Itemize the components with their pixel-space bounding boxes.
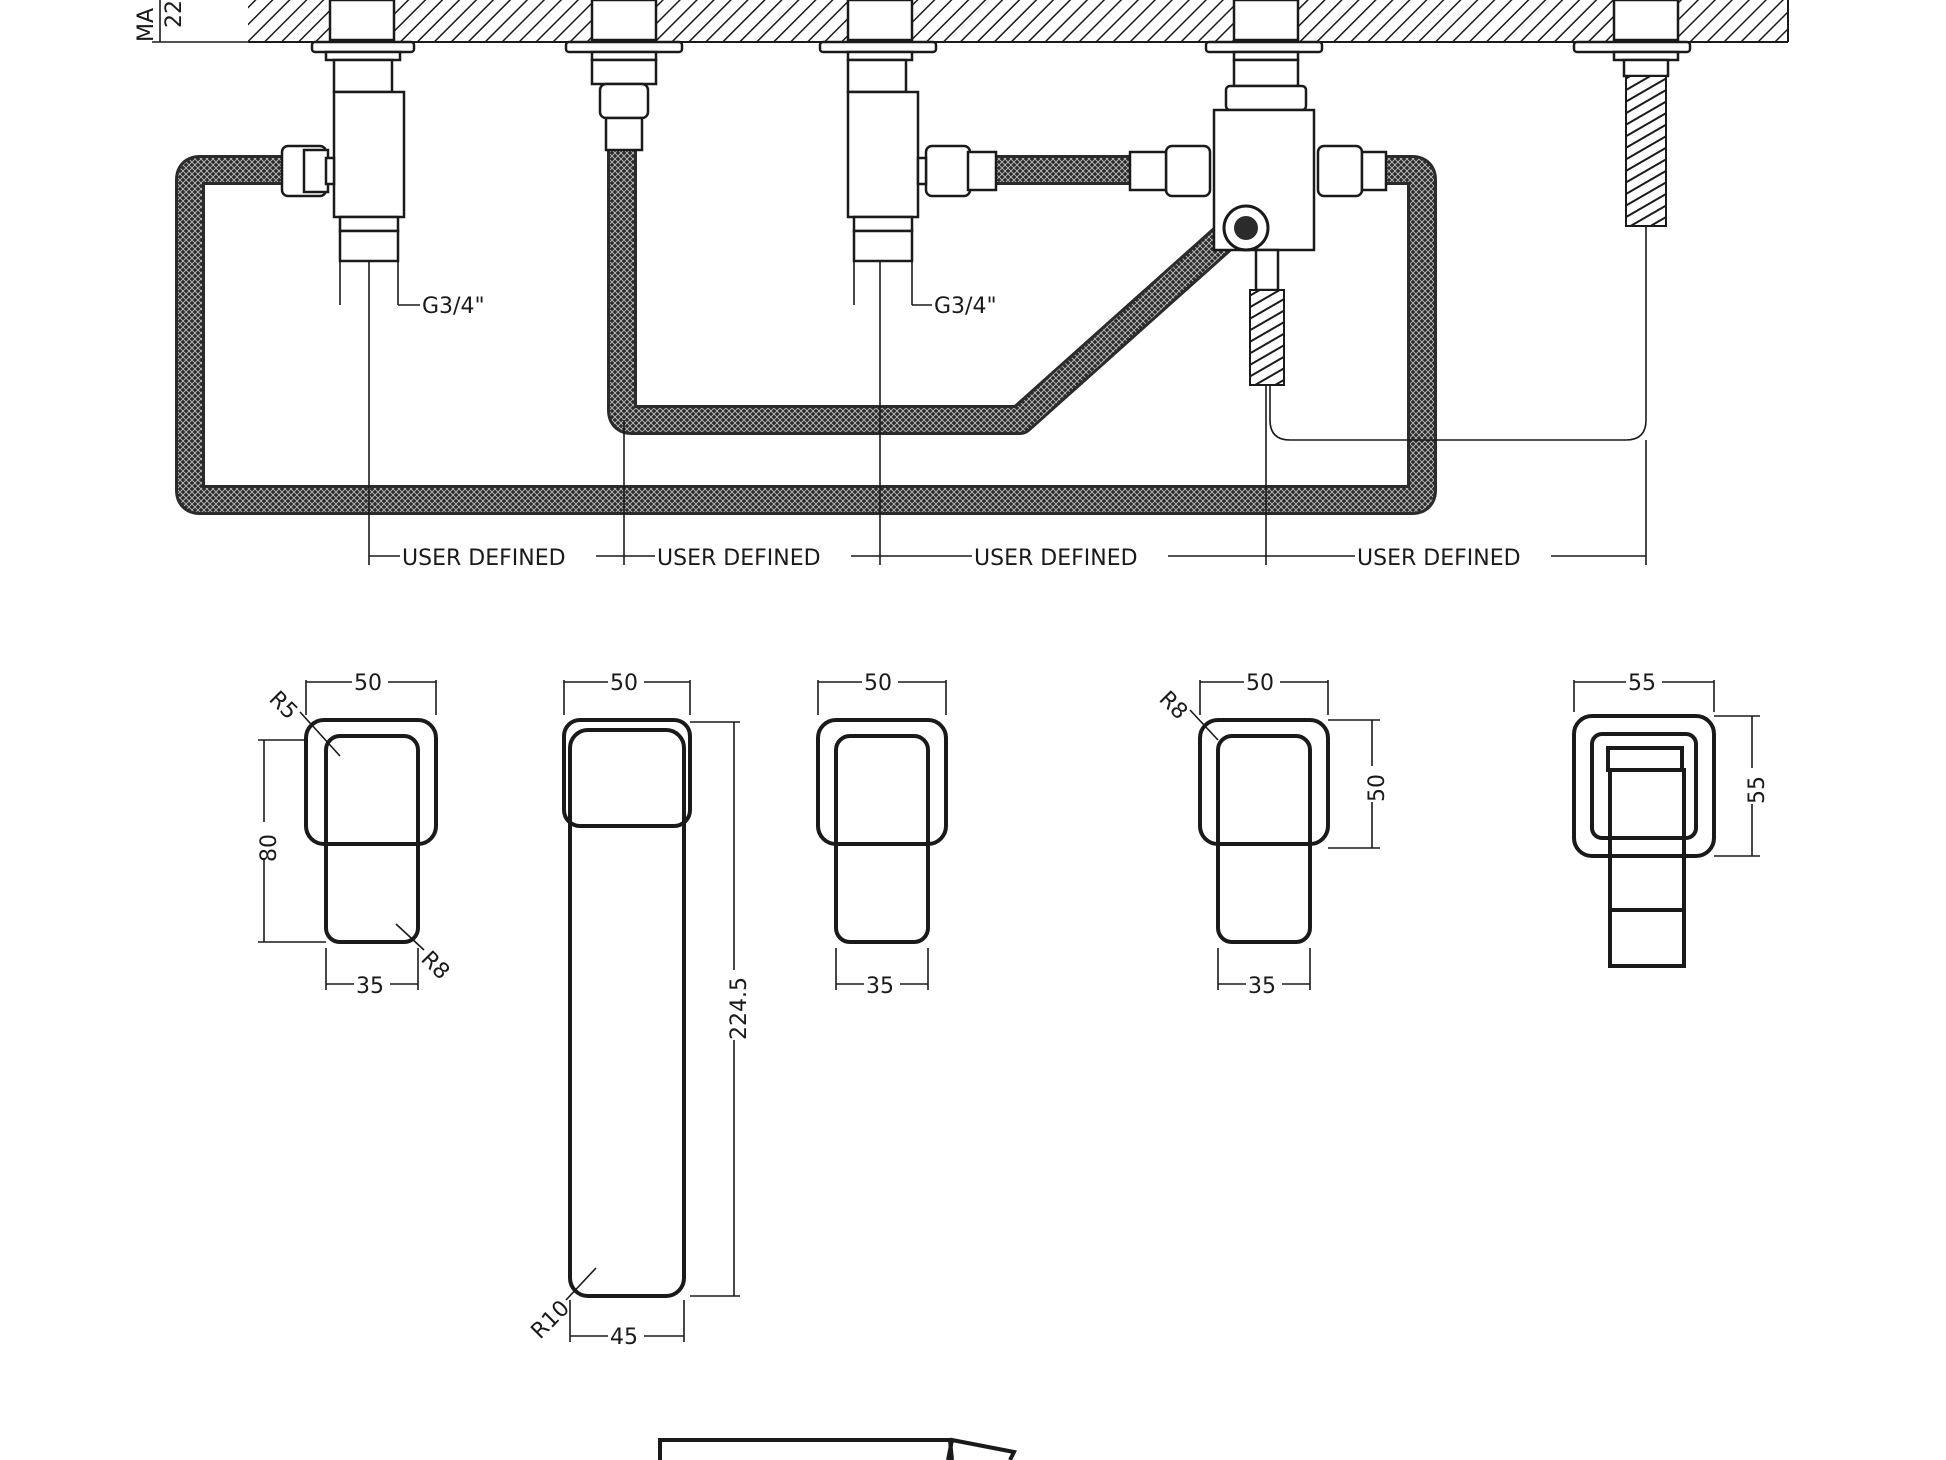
handle-1-width: 50 (354, 671, 382, 696)
spout-length: 224.5 (727, 977, 752, 1040)
max-depth-dimension: MA 22 (134, 0, 248, 43)
max-value: 22 (162, 0, 187, 28)
shower-outlet (1269, 58, 1670, 441)
user-defined-label-1: USER DEFINED (402, 546, 566, 571)
spout-front: 50 224.5 45 R10 (527, 670, 752, 1350)
handle-1-radius-bottom: R8 (416, 947, 454, 985)
diverter-width: 50 (1246, 671, 1274, 696)
handle-2-width: 50 (864, 671, 892, 696)
spout-radius: R10 (527, 1296, 575, 1344)
braided-hoses (175, 135, 1437, 515)
user-defined-label-3: USER DEFINED (974, 546, 1138, 571)
diverter-radius: R8 (1154, 687, 1192, 725)
handle-2-base: 35 (866, 974, 894, 999)
diverter-block (1128, 58, 1388, 386)
tap-flanges (310, 40, 1692, 62)
user-defined-label-2: USER DEFINED (657, 546, 821, 571)
handle-1-base: 35 (356, 974, 384, 999)
diverter-handle-front: 50 50 35 R8 (1154, 670, 1390, 999)
tap-stems-above-deck (328, 0, 1680, 42)
diverter-height: 50 (1365, 774, 1390, 802)
handle-2-front: 50 35 (816, 670, 948, 999)
shower-height: 55 (1745, 776, 1770, 804)
shower-holder-front: 55 55 (1572, 670, 1770, 968)
spout-side-view (658, 1437, 1017, 1460)
spacing-dimensions: USER DEFINED USER DEFINED USER DEFINED U… (368, 260, 1647, 571)
thread-label-left: G3/4" (422, 294, 485, 319)
diverter-base: 35 (1248, 974, 1276, 999)
handle-1-front: 50 80 35 R5 R8 (250, 670, 454, 999)
spout-base: 45 (610, 1325, 638, 1350)
right-valve (846, 58, 998, 305)
max-label: MA (134, 8, 159, 42)
handle-1-radius-top: R5 (264, 687, 302, 725)
deck-slab (248, 0, 1789, 43)
thread-labels: G3/4" G3/4" (398, 294, 997, 319)
left-valve (280, 58, 406, 305)
shower-width: 55 (1628, 671, 1656, 696)
user-defined-label-4: USER DEFINED (1357, 546, 1521, 571)
thread-label-right: G3/4" (934, 294, 997, 319)
handle-1-height: 80 (257, 834, 282, 862)
spout-valve (590, 58, 658, 152)
spout-width: 50 (610, 671, 638, 696)
